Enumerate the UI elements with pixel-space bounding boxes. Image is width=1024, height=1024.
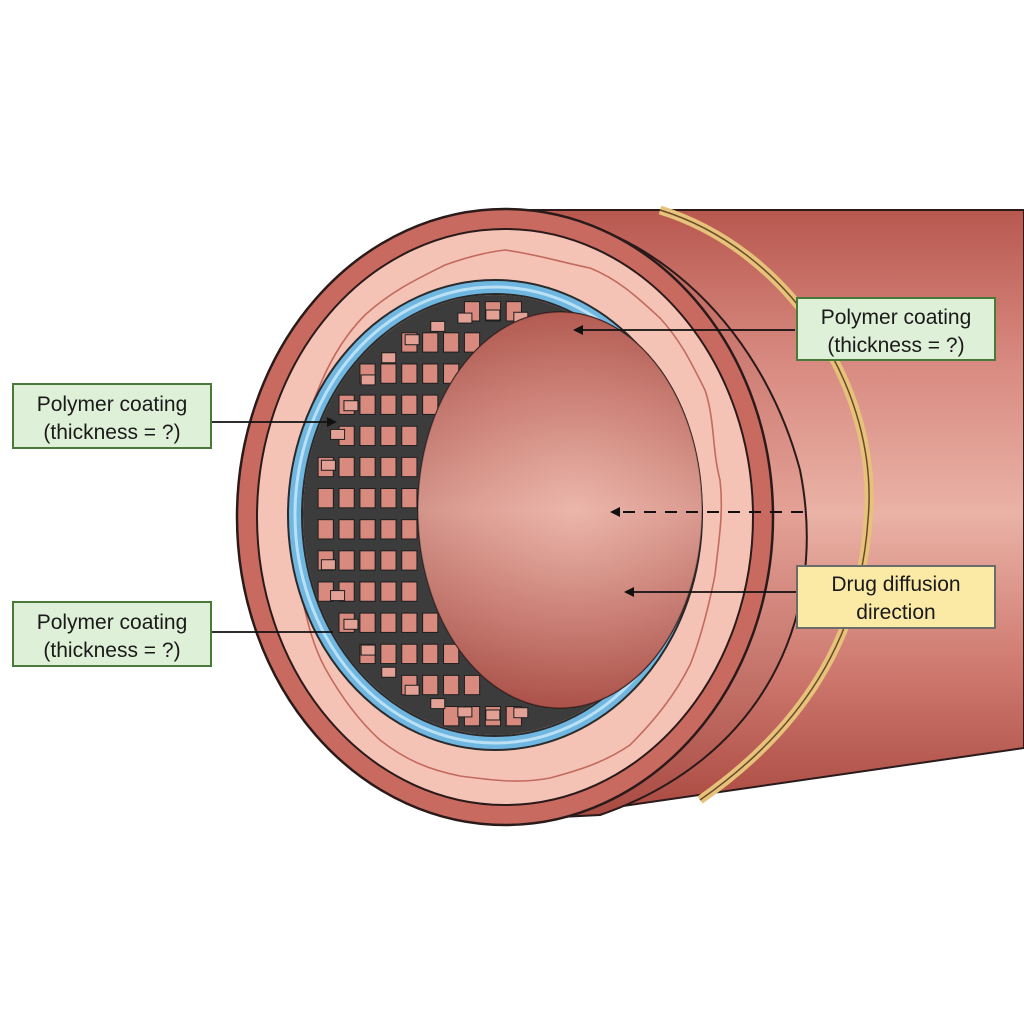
stent-mesh-cell (457, 312, 473, 324)
stent-mesh-cell (422, 363, 439, 384)
stent-mesh-cell (422, 674, 439, 696)
stent-mesh-cell (422, 643, 439, 665)
label-left-upper: Polymer coating (thickness = ?) (12, 383, 212, 449)
stent-mesh-cell (401, 643, 418, 665)
stent-mesh-cell (401, 612, 418, 633)
stent-mesh-cell (404, 684, 420, 696)
stent-mesh-cell (430, 320, 446, 332)
stent-mesh-cells (317, 301, 529, 727)
stent-mesh-cell (401, 425, 418, 447)
stent-mesh-cell (320, 459, 336, 471)
stent-mesh-cell (380, 488, 397, 509)
stent-mesh-cell (401, 550, 418, 571)
stent-mesh-cell (359, 425, 376, 447)
stent-mesh-cell (360, 644, 376, 656)
label-top-right-line2: (thickness = ?) (827, 334, 964, 357)
stent-mesh-cell (463, 332, 481, 353)
label-drug-diffusion-line2: direction (856, 601, 935, 624)
stent-mesh-cell (457, 706, 473, 718)
stent-mesh-cell (330, 428, 346, 440)
stent-mesh-cell (359, 394, 376, 415)
stent-mesh-cell (343, 618, 359, 630)
stent-mesh-cell (404, 334, 420, 346)
label-left-upper-line1: Polymer coating (37, 393, 188, 416)
stent-mesh-cell (401, 488, 418, 509)
stent-mesh-cell (422, 394, 439, 415)
stent-mesh-cell (443, 332, 460, 353)
stent-mesh-cell (338, 456, 355, 478)
stent-mesh-cell (380, 550, 397, 571)
label-drug-diffusion-line1: Drug diffusion (831, 573, 960, 596)
stent-mesh-cell (485, 709, 501, 721)
stent-mesh-cell (401, 394, 418, 415)
stent-mesh-cell (343, 400, 359, 412)
stent-mesh-cell (359, 519, 376, 540)
label-drug-diffusion: Drug diffusion direction (796, 565, 996, 629)
stent-mesh-cell (359, 550, 376, 571)
stent-mesh-cell (380, 581, 397, 602)
stent-mesh-cell (381, 666, 397, 678)
stent-mesh-cell (320, 559, 336, 571)
label-top-right-line1: Polymer coating (821, 306, 972, 329)
label-left-lower-line1: Polymer coating (37, 611, 188, 634)
stent-mesh-cell (360, 374, 376, 386)
stent-mesh-cell (430, 698, 446, 710)
stent-mesh-cell (443, 674, 460, 696)
stent-mesh-cell (380, 643, 397, 665)
stent-mesh-cell (338, 519, 355, 540)
stent-mesh-cell (401, 581, 418, 602)
stent-mesh-cell (422, 332, 439, 353)
stent-mesh-cell (338, 550, 355, 571)
label-top-right: Polymer coating (thickness = ?) (796, 297, 996, 361)
stent-mesh-cell (422, 612, 439, 633)
stent-mesh-cell (380, 363, 397, 384)
stent-mesh-cell (443, 706, 460, 727)
vessel-lumen (417, 311, 703, 709)
stent-mesh-cell (338, 488, 355, 509)
stent-mesh-cell (380, 425, 397, 447)
stent-mesh-cell (401, 456, 418, 478)
stent-mesh-cell (401, 363, 418, 384)
stent-mesh-cell (380, 394, 397, 415)
stent-mesh-cell (359, 581, 376, 602)
stent-mesh-cell (317, 519, 334, 540)
stent-mesh-cell (463, 674, 481, 696)
stent-mesh-cell (330, 590, 346, 602)
label-left-upper-line2: (thickness = ?) (43, 421, 180, 444)
stent-mesh-cell (401, 519, 418, 540)
stent-mesh-cell (443, 643, 460, 665)
stent-mesh-cell (359, 612, 376, 633)
stent-mesh-cell (317, 488, 334, 509)
stent-mesh-cell (359, 488, 376, 509)
stent-mesh-cell (380, 456, 397, 478)
elastic-lamina (295, 249, 723, 782)
label-left-lower: Polymer coating (thickness = ?) (12, 601, 212, 667)
label-left-lower-line2: (thickness = ?) (43, 639, 180, 662)
stent-mesh-cell (513, 707, 529, 719)
stent-mesh-cell (381, 352, 397, 364)
annotation-lines (212, 325, 803, 633)
stent-mesh-cell (380, 519, 397, 540)
stent-mesh-cell (359, 456, 376, 478)
stent-mesh-cell (485, 309, 501, 321)
stent-mesh-cell (380, 612, 397, 633)
